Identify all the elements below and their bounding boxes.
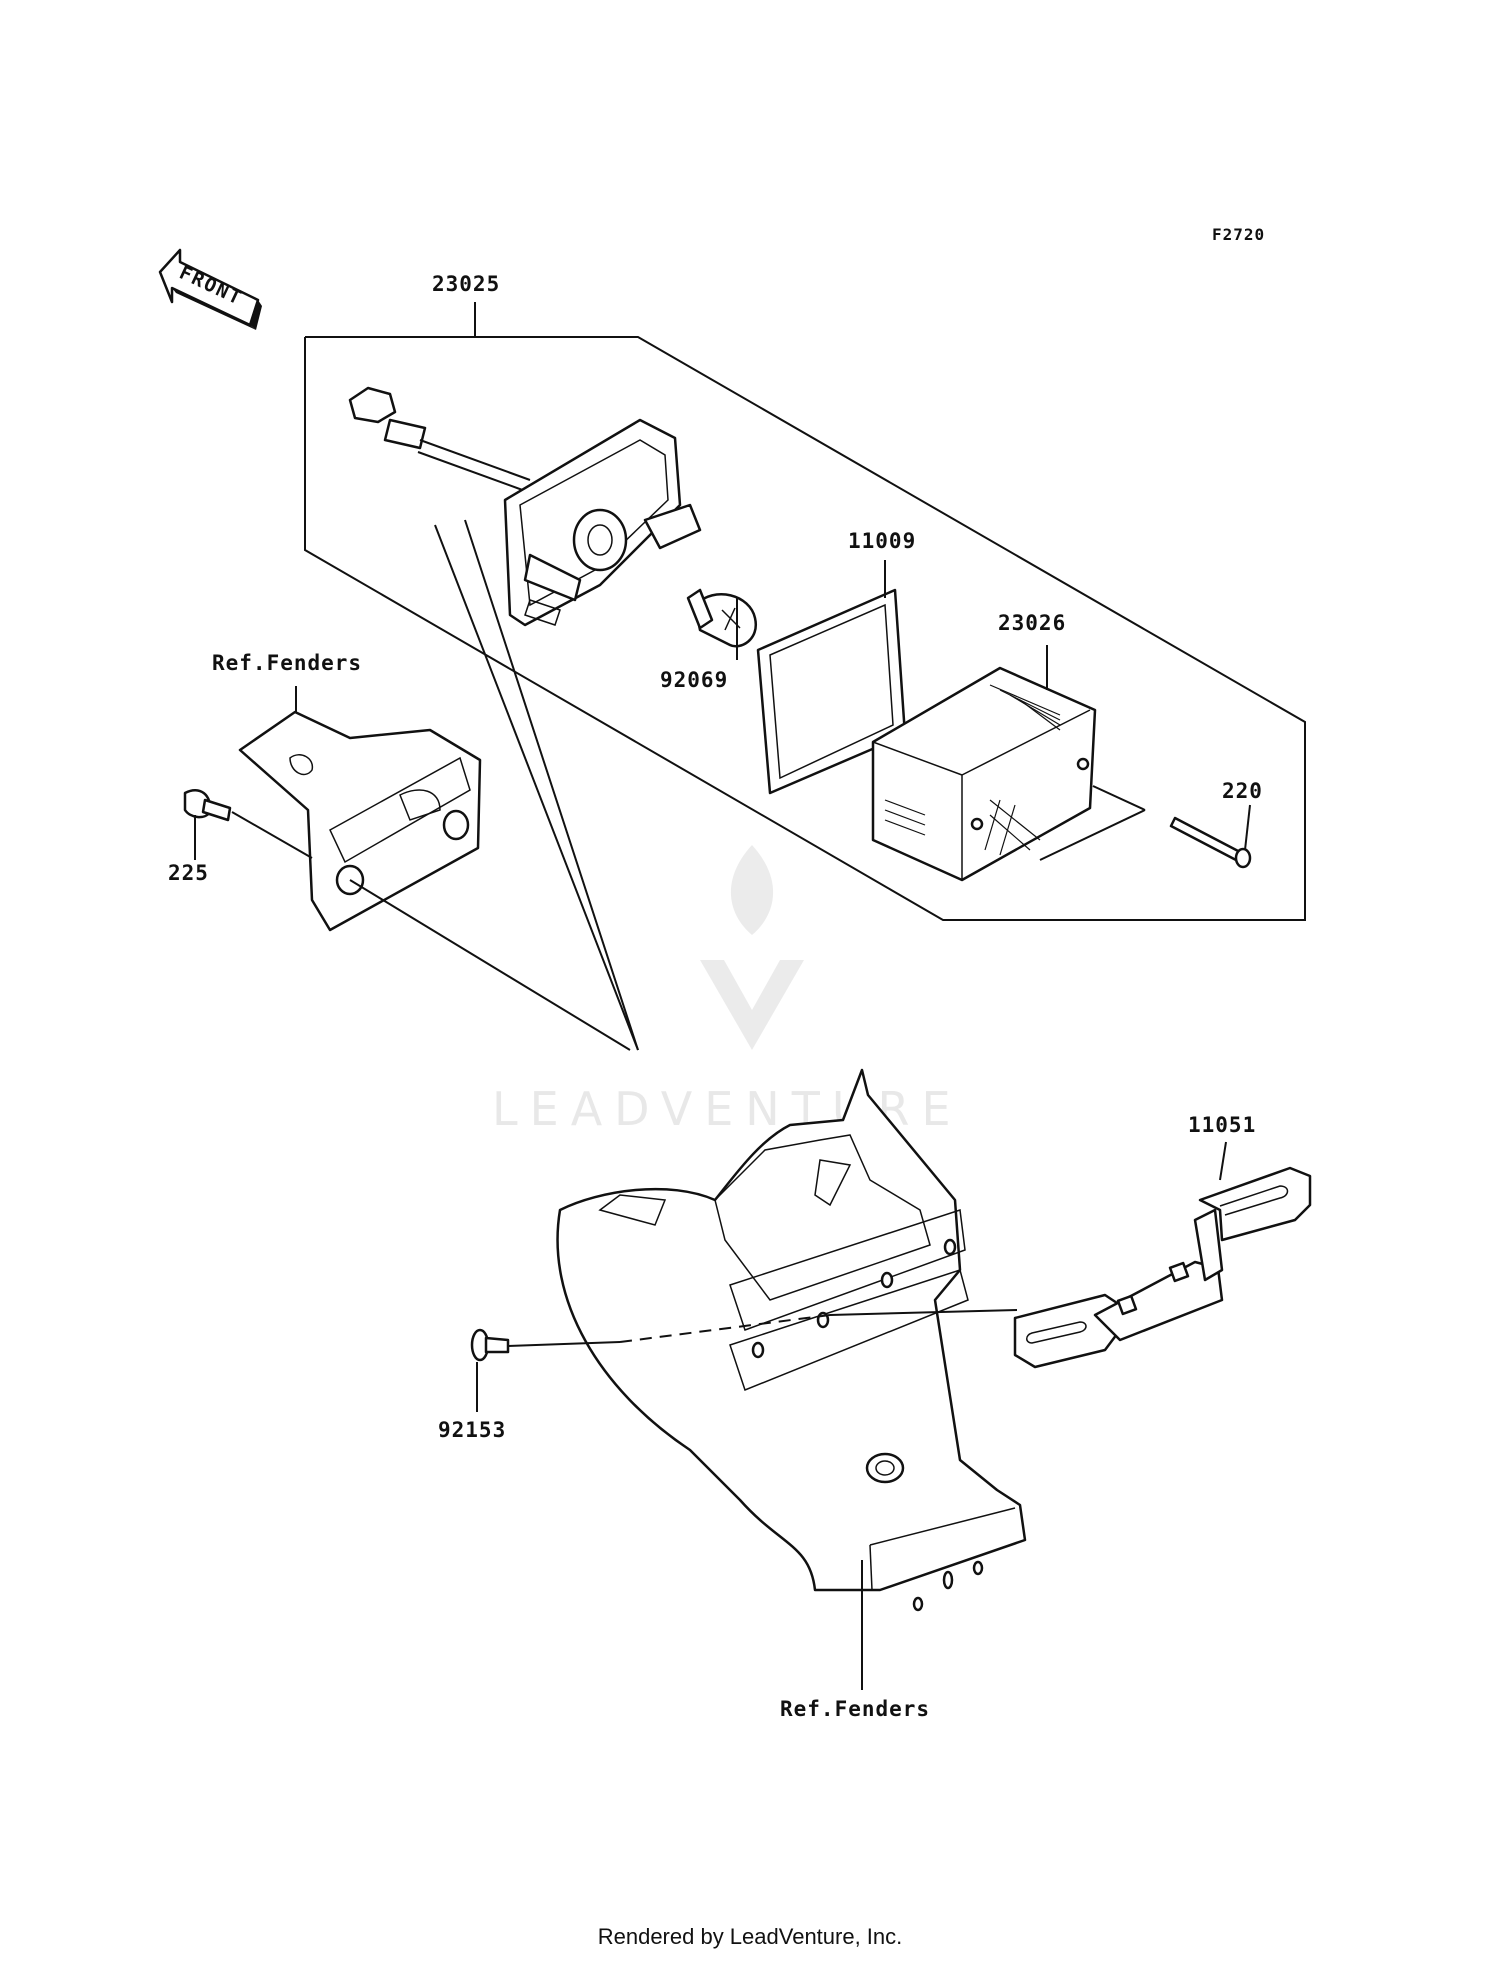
screw-220 <box>1039 785 1252 869</box>
callout-92069: 92069 <box>660 668 728 692</box>
footer-credit: Rendered by LeadVenture, Inc. <box>597 1924 903 1949</box>
bulb-92069 <box>686 588 758 648</box>
lens-23026 <box>871 666 1097 882</box>
callout-11009: 11009 <box>848 529 916 553</box>
leadventure-watermark: LEADVENTURE <box>492 845 951 1136</box>
callout-23026: 23026 <box>998 611 1066 635</box>
callout-11051: 11051 <box>1188 1113 1256 1137</box>
screw-225 <box>183 788 631 1051</box>
callout-225: 225 <box>168 861 209 885</box>
diagram-code: F2720 <box>1212 225 1265 244</box>
tail-light-housing <box>348 386 702 627</box>
callout-92153: 92153 <box>438 1418 506 1442</box>
front-arrow-icon: FRONT <box>158 248 262 330</box>
callout-ref-fenders-lower: Ref.Fenders <box>780 1697 930 1721</box>
tail-light-assembly-outline <box>304 302 1306 1051</box>
fender-mount-bracket <box>238 710 482 932</box>
screw-92153 <box>470 1309 1018 1412</box>
leader-lines <box>295 560 1251 1690</box>
rear-fender <box>556 1068 1027 1612</box>
callout-23025: 23025 <box>432 272 500 296</box>
license-bracket-11051 <box>1013 1166 1312 1369</box>
callout-220: 220 <box>1222 779 1263 803</box>
callout-ref-fenders-upper: Ref.Fenders <box>212 651 362 675</box>
